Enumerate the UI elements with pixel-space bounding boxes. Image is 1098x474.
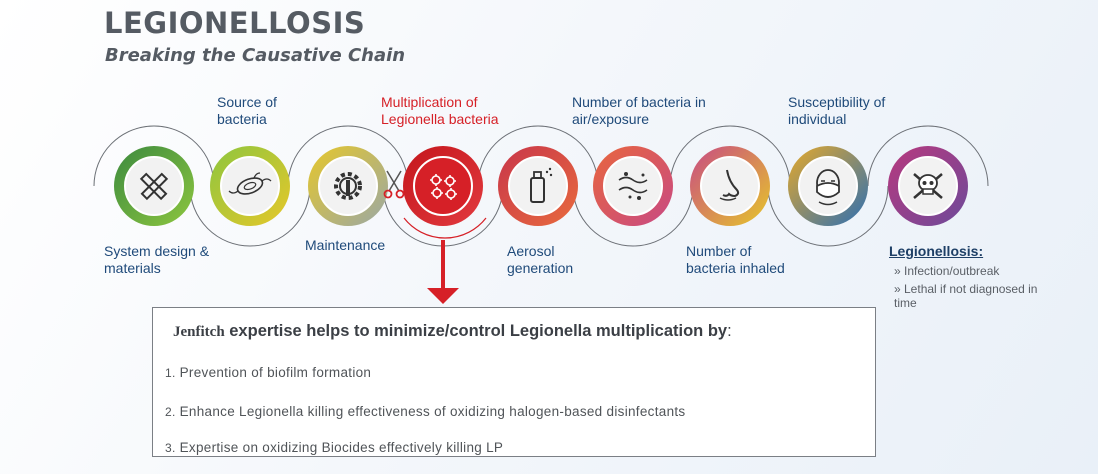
chain-contour-arc (287, 125, 409, 187)
chain-link-core-highlight (413, 156, 473, 216)
chain-contour-arc (767, 185, 889, 247)
chain-link (403, 146, 483, 226)
page-title: LEGIONELLOSIS (104, 6, 366, 40)
expertise-colon: : (727, 322, 732, 340)
label-source-of-bacteria: Source of bacteria (217, 94, 277, 127)
list-item: 2.Enhance Legionella killing effectivene… (165, 404, 686, 419)
chain-contour-arc (93, 125, 215, 187)
label-bacteria-in-air: Number of bacteria in air/exposure (572, 94, 706, 127)
label-system-design: System design & materials (104, 243, 210, 276)
nose-icon (719, 169, 740, 201)
scissors-icon (383, 170, 405, 199)
label-legionellosis: Legionellosis: (889, 243, 984, 259)
spray-can-icon (530, 167, 553, 203)
chain-link-core (124, 156, 184, 216)
list-item: 1.Prevention of biofilm formation (165, 365, 372, 380)
chain-link-core (603, 156, 663, 216)
label-bacteria-inhaled: Number of bacteria inhaled (686, 243, 785, 276)
chain-contour-arc (189, 185, 311, 247)
face-mask-icon (816, 169, 840, 206)
gear-wrench-icon (334, 172, 362, 200)
chain-contour-arc (572, 185, 694, 247)
chain-link (114, 146, 194, 226)
label-maintenance: Maintenance (305, 237, 386, 253)
chain-link (593, 146, 673, 226)
expertise-box: Jenfitch expertise helps to minimize/con… (152, 307, 876, 457)
multiplying-bacteria-icon (430, 174, 457, 200)
expertise-intro: expertise helps to minimize/control Legi… (224, 322, 728, 340)
brand-name: Jenfitch (173, 324, 225, 340)
bacteria-icon (228, 172, 272, 195)
label-multiplication: Multiplication of Legionella bacteria (381, 94, 499, 127)
airborne-particles-icon (618, 172, 648, 200)
outcome-infection: » Infection/outbreak (894, 264, 1000, 278)
chain-link-core (508, 156, 568, 216)
chain-link-core (700, 156, 760, 216)
outcome-lethal: » Lethal if not diagnosed in time (894, 282, 1038, 310)
chain-link (690, 146, 770, 226)
highlight-arc (403, 217, 487, 239)
chain-link-core (220, 156, 280, 216)
chain-link (210, 146, 290, 226)
expertise-heading: Jenfitch expertise helps to minimize/con… (173, 322, 732, 341)
label-susceptibility: Susceptibility of individual (788, 94, 886, 127)
chain-contour-arc (867, 125, 989, 187)
label-aerosol-generation: Aerosol generation (507, 243, 574, 276)
arrow-head (427, 288, 459, 304)
chain-contour-arc (669, 125, 791, 187)
pencil-ruler-icon (139, 172, 169, 201)
chain-link (498, 146, 578, 226)
skull-crossbones-icon (913, 173, 943, 199)
chain-contour-arc (477, 125, 599, 187)
page-subtitle: Breaking the Causative Chain (105, 45, 406, 66)
list-item: 3.Expertise on oxidizing Biocides effect… (165, 440, 504, 455)
